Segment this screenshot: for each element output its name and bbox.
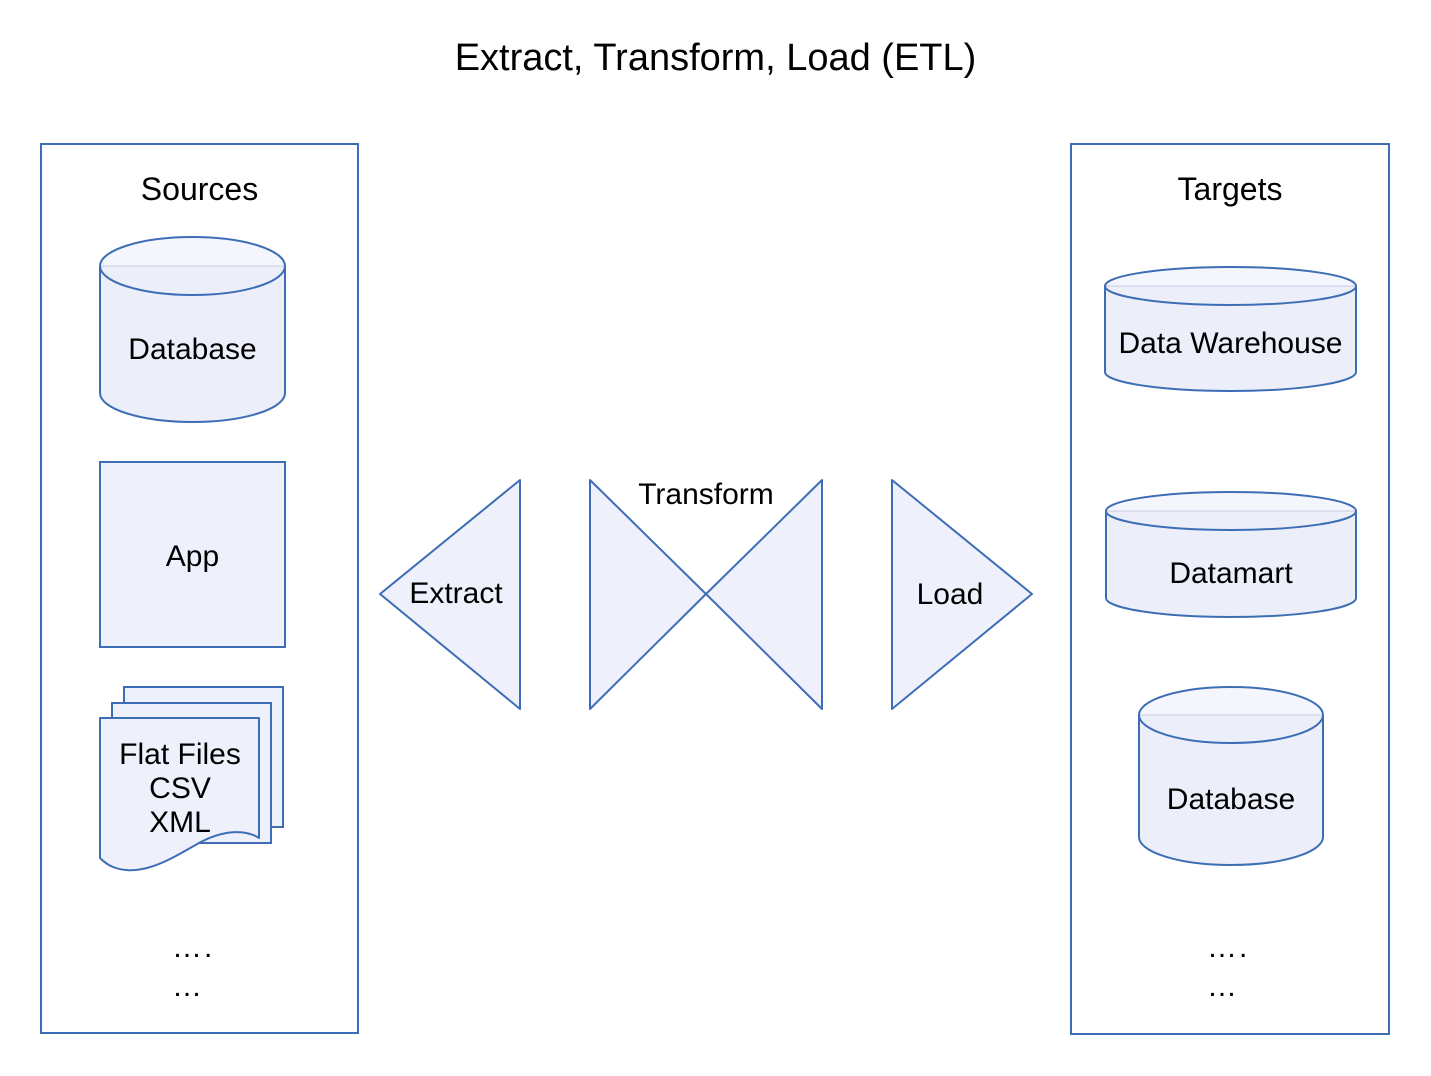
target-database-label: Database xyxy=(1166,783,1296,816)
app-box xyxy=(99,461,286,648)
transform-shape xyxy=(589,479,823,710)
target-datamart-label: Datamart xyxy=(1169,557,1293,590)
flat-files-document xyxy=(99,717,260,872)
source-database-label: Database xyxy=(128,333,257,366)
load-label: Load xyxy=(916,578,984,611)
cylinder-body xyxy=(1138,715,1324,866)
cylinder-body xyxy=(1104,286,1357,392)
flat-files-line-3: XML xyxy=(149,806,211,839)
targets-ellipsis-line-2: … xyxy=(1207,970,1239,1003)
sources-panel xyxy=(40,143,359,1034)
extract-triangle xyxy=(379,479,521,710)
targets-title: Targets xyxy=(1177,171,1283,207)
sources-ellipsis: …. … xyxy=(172,928,214,1006)
sources-ellipsis-line-1: …. xyxy=(172,931,215,964)
extract-label: Extract xyxy=(409,577,503,610)
app-label: App xyxy=(165,540,220,573)
diagram-title: Extract, Transform, Load (ETL) xyxy=(454,37,977,79)
cylinder-body xyxy=(1105,511,1357,618)
flat-files-label: Flat Files CSV XML xyxy=(100,738,260,840)
document-outline xyxy=(99,717,260,872)
transform-right-triangle xyxy=(705,479,823,710)
cylinder-rim xyxy=(1138,686,1324,744)
targets-ellipsis: …. … xyxy=(1207,928,1249,1006)
source-database-cylinder xyxy=(99,236,286,423)
sources-ellipsis-line-2: … xyxy=(172,970,204,1003)
target-warehouse-label: Data Warehouse xyxy=(1118,327,1343,360)
flat-files-line-1: Flat Files xyxy=(119,738,241,771)
target-datamart-cylinder xyxy=(1105,491,1357,618)
load-arrow xyxy=(891,479,1033,710)
target-warehouse-cylinder xyxy=(1104,266,1357,392)
extract-arrow xyxy=(379,479,521,710)
load-triangle xyxy=(891,479,1033,710)
flat-files-line-2: CSV xyxy=(149,772,211,805)
targets-panel xyxy=(1070,143,1390,1035)
cylinder-rim xyxy=(1104,266,1357,306)
targets-ellipsis-line-1: …. xyxy=(1207,931,1250,964)
target-database-cylinder xyxy=(1138,686,1324,866)
sources-title: Sources xyxy=(140,171,259,207)
transform-label: Transform xyxy=(638,478,774,511)
cylinder-rim xyxy=(1105,491,1357,531)
cylinder-rim xyxy=(99,236,286,296)
transform-left-triangle xyxy=(589,479,707,710)
cylinder-body xyxy=(99,266,286,423)
